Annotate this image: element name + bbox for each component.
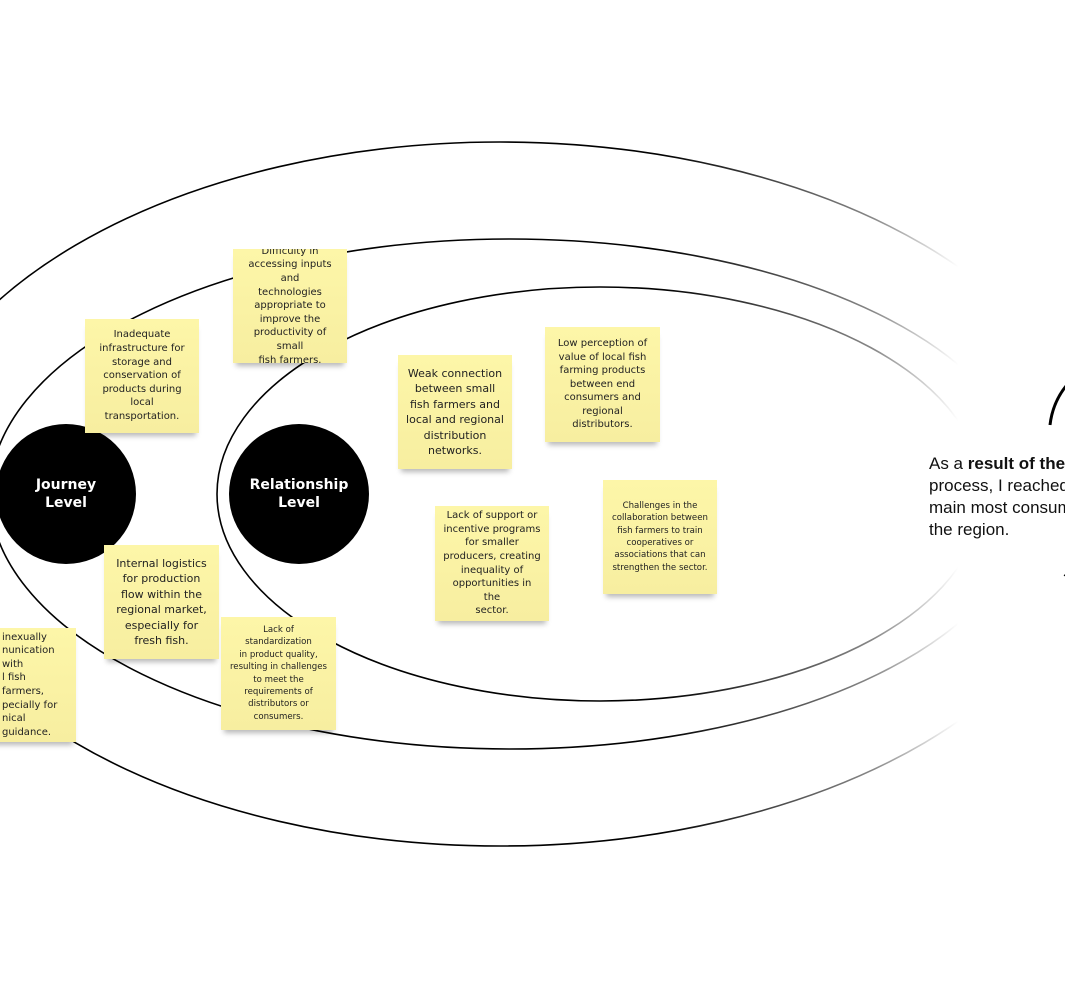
- side-description: As a result of the process, I reached ma…: [929, 453, 1065, 541]
- note-inadequate-infrastructure: Inadequate infrastructure for storage an…: [85, 319, 199, 433]
- note-text: Lack of standardization in product quali…: [229, 624, 328, 722]
- side-line-4: the region.: [929, 520, 1010, 539]
- side-line-1-prefix: As a: [929, 454, 968, 473]
- note-low-perception: Low perception of value of local fish fa…: [545, 327, 660, 442]
- note-text: Weak connection between small fish farme…: [406, 366, 504, 458]
- note-internal-logistics: Internal logistics for production flow w…: [104, 545, 219, 659]
- note-lack-standardization: Lack of standardization in product quali…: [221, 617, 336, 730]
- edge-mark: [1063, 574, 1065, 577]
- note-text: Low perception of value of local fish fa…: [557, 337, 648, 431]
- note-text: Inadequate infrastructure for storage an…: [99, 329, 185, 422]
- side-line-2: process, I reached: [929, 476, 1065, 495]
- side-line-1: As a result of the: [929, 453, 1065, 475]
- side-line-1-bold: result of the: [967, 454, 1065, 473]
- relationship-level-circle: Relationship Level: [229, 424, 369, 564]
- note-communication-partial: inexually nunication with l fish farmers…: [0, 628, 76, 742]
- note-challenges-collaboration: Challenges in the collaboration between …: [603, 480, 717, 594]
- middle-ring: [0, 238, 1031, 750]
- inner-ring: [216, 286, 984, 702]
- note-weak-connection: Weak connection between small fish farme…: [398, 355, 512, 469]
- side-line-3: main most consum: [929, 498, 1065, 517]
- edge-stroke: [1048, 385, 1065, 426]
- note-difficulty-inputs: Difficulty in accessing inputs and techn…: [233, 249, 347, 363]
- note-text: Challenges in the collaboration between …: [612, 500, 708, 573]
- note-text: Internal logistics for production flow w…: [116, 556, 207, 648]
- journey-level-circle: Journey Level: [0, 424, 136, 564]
- note-lack-support: Lack of support or incentive programs fo…: [435, 506, 549, 621]
- note-text: Difficulty in accessing inputs and techn…: [248, 249, 332, 363]
- outer-ring: [0, 141, 1065, 847]
- note-text: inexually nunication with l fish farmers…: [2, 631, 58, 738]
- note-text: Lack of support or incentive programs fo…: [443, 510, 541, 617]
